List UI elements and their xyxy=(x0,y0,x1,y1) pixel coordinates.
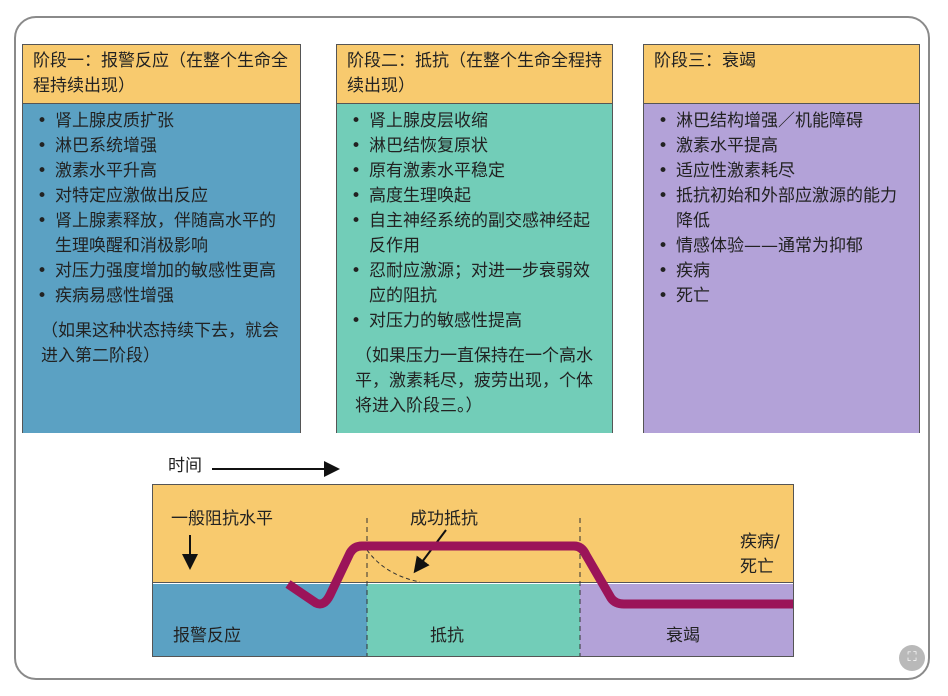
list-item: 淋巴系统增强 xyxy=(35,134,290,159)
phase-alarm-label: 报警反应 xyxy=(173,626,241,646)
phase-resistance-label: 抵抗 xyxy=(430,626,464,646)
list-item: 激素水平提高 xyxy=(656,134,909,159)
scan-icon[interactable]: ⛶ xyxy=(899,645,925,671)
success-label: 成功抵抗 xyxy=(410,509,478,529)
resistance-curve xyxy=(285,541,793,609)
illness-label: 疾病/ xyxy=(740,532,780,552)
list-item: 肾上腺素释放，伴随高水平的生理唤醒和消极影响 xyxy=(35,209,290,259)
resistance-band xyxy=(367,584,580,656)
exhaustion-band xyxy=(580,584,793,656)
stage-note: （如果这种状态持续下去，就会进入第二阶段） xyxy=(41,321,279,366)
list-item: 高度生理唤起 xyxy=(349,184,602,209)
upper-band xyxy=(153,485,793,583)
list-item: 对压力的敏感性提高 xyxy=(349,309,602,334)
stage-note: （如果压力一直保持在一个高水平，激素耗尽，疲劳出现，个体将进入阶段三。） xyxy=(355,346,593,416)
list-item: 肾上腺皮层收缩 xyxy=(349,109,602,134)
list-item: 淋巴结恢复原状 xyxy=(349,134,602,159)
list-item: 抵抗初始和外部应激源的能力降低 xyxy=(656,184,909,234)
stage-title: 阶段二：抵抗（在整个生命全程持续出现） xyxy=(337,45,612,104)
death-label: 死亡 xyxy=(740,557,774,577)
list-item: 情感体验——通常为抑郁 xyxy=(656,234,909,259)
time-label: 时间 xyxy=(168,456,202,476)
stage-exhaustion-box: 阶段三：衰竭 淋巴结构增强／机能障碍 激素水平提高 适应性激素耗尽 抵抗初始和外… xyxy=(643,44,920,433)
stage-title: 阶段三：衰竭 xyxy=(644,45,919,104)
list-item: 肾上腺皮质扩张 xyxy=(35,109,290,134)
list-item: 激素水平升高 xyxy=(35,159,290,184)
list-item: 对压力强度增加的敏感性更高 xyxy=(35,259,290,284)
list-item: 忍耐应激源；对进一步衰弱效应的阻抗 xyxy=(349,259,602,309)
stage-alarm-box: 阶段一：报警反应（在整个生命全程持续出现） 肾上腺皮质扩张 淋巴系统增强 激素水… xyxy=(22,44,301,433)
list-item: 对特定应激做出反应 xyxy=(35,184,290,209)
list-item: 疾病 xyxy=(656,259,909,284)
stage-resistance-box: 阶段二：抵抗（在整个生命全程持续出现） 肾上腺皮层收缩 淋巴结恢复原状 原有激素… xyxy=(336,44,613,433)
resistance-level-label: 一般阻抗水平 xyxy=(171,509,273,529)
page-frame xyxy=(14,16,930,680)
resistance-chart xyxy=(152,484,794,657)
list-item: 原有激素水平稳定 xyxy=(349,159,602,184)
stage-title: 阶段一：报警反应（在整个生命全程持续出现） xyxy=(23,45,300,104)
success-dashed-curve xyxy=(366,549,421,583)
list-item: 自主神经系统的副交感神经起反作用 xyxy=(349,209,602,259)
list-item: 淋巴结构增强／机能障碍 xyxy=(656,109,909,134)
list-item: 死亡 xyxy=(656,284,909,309)
list-item: 适应性激素耗尽 xyxy=(656,159,909,184)
phase-exhaustion-label: 衰竭 xyxy=(666,626,700,646)
list-item: 疾病易感性增强 xyxy=(35,284,290,309)
